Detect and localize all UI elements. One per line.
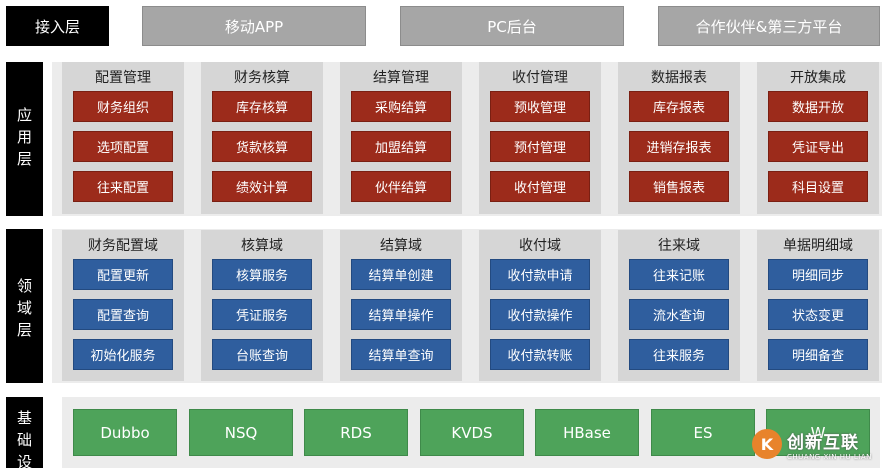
infra-item-w: W [766, 409, 870, 456]
infrastructure-layer-char: 基 [16, 409, 32, 427]
app-item: 采购结算 [351, 91, 451, 122]
app-item: 货款核算 [212, 131, 312, 162]
domain-item: 明细备查 [768, 339, 868, 370]
column-title: 收付域 [519, 238, 561, 254]
infra-item-dubbo: Dubbo [73, 409, 177, 456]
access-item-pc-admin: PC后台 [400, 6, 624, 46]
column-title: 收付管理 [512, 70, 568, 86]
watermark-logo-icon: K [752, 429, 782, 459]
domain-item: 明细同步 [768, 259, 868, 290]
domain-item: 初始化服务 [73, 339, 173, 370]
app-item: 预收管理 [490, 91, 590, 122]
column-title: 结算域 [380, 238, 422, 254]
column-title: 数据报表 [651, 70, 707, 86]
app-column-reports: 数据报表 库存报表 进销存报表 销售报表 [618, 62, 740, 214]
infrastructure-layer-char: 设 [16, 453, 32, 471]
domain-layer-band [52, 229, 882, 383]
domain-item: 结算单操作 [351, 299, 451, 330]
domain-layer-char: 域 [16, 299, 32, 317]
column-title: 单据明细域 [783, 238, 853, 254]
column-title: 财务核算 [234, 70, 290, 86]
domain-layer-char: 层 [16, 321, 32, 339]
domain-item: 往来服务 [629, 339, 729, 370]
column-title: 财务配置域 [88, 238, 158, 254]
domain-item: 核算服务 [212, 259, 312, 290]
access-item-partner-platform: 合作伙伴&第三方平台 [658, 6, 880, 46]
domain-column-payments: 收付域 收付款申请 收付款操作 收付款转账 [479, 230, 601, 381]
application-layer-char: 层 [16, 150, 32, 168]
infra-item-kvds: KVDS [420, 409, 524, 456]
access-layer-label: 接入层 [6, 6, 109, 46]
app-item: 绩效计算 [212, 171, 312, 202]
domain-item: 配置更新 [73, 259, 173, 290]
domain-column-accounting: 核算域 核算服务 凭证服务 台账查询 [201, 230, 323, 381]
app-item: 伙伴结算 [351, 171, 451, 202]
app-item: 凭证导出 [768, 131, 868, 162]
app-item: 财务组织 [73, 91, 173, 122]
domain-item: 往来记账 [629, 259, 729, 290]
app-item: 库存核算 [212, 91, 312, 122]
app-item: 数据开放 [768, 91, 868, 122]
app-column-payments: 收付管理 预收管理 预付管理 收付管理 [479, 62, 601, 214]
application-layer-label: 应 用 层 [6, 62, 43, 216]
domain-item: 收付款申请 [490, 259, 590, 290]
column-title: 开放集成 [790, 70, 846, 86]
watermark: K 创新互联 CHUANG XIN HU LIAN [752, 422, 882, 466]
infra-item-hbase: HBase [535, 409, 639, 456]
column-title: 核算域 [241, 238, 283, 254]
domain-column-document-detail: 单据明细域 明细同步 状态变更 明细备查 [757, 230, 879, 381]
application-layer-char: 用 [16, 128, 32, 146]
infra-item-nsq: NSQ [189, 409, 293, 456]
app-item: 选项配置 [73, 131, 173, 162]
app-item: 加盟结算 [351, 131, 451, 162]
infrastructure-layer-char: 础 [16, 431, 32, 449]
app-item: 科目设置 [768, 171, 868, 202]
domain-item: 状态变更 [768, 299, 868, 330]
domain-item: 流水查询 [629, 299, 729, 330]
column-title: 结算管理 [373, 70, 429, 86]
domain-layer-label: 领 域 层 [6, 229, 43, 383]
domain-item: 台账查询 [212, 339, 312, 370]
app-column-integration: 开放集成 数据开放 凭证导出 科目设置 [757, 62, 879, 214]
access-item-mobile-app: 移动APP [142, 6, 366, 46]
column-title: 配置管理 [95, 70, 151, 86]
domain-item: 收付款转账 [490, 339, 590, 370]
app-column-config: 配置管理 财务组织 选项配置 往来配置 [62, 62, 184, 214]
application-layer-band [52, 62, 882, 216]
domain-item: 结算单创建 [351, 259, 451, 290]
domain-column-ledger: 往来域 往来记账 流水查询 往来服务 [618, 230, 740, 381]
app-item: 进销存报表 [629, 131, 729, 162]
watermark-subtext: CHUANG XIN HU LIAN [787, 452, 872, 461]
domain-layer-char: 领 [16, 277, 32, 295]
infra-item-rds: RDS [304, 409, 408, 456]
app-item: 往来配置 [73, 171, 173, 202]
watermark-text: 创新互联 [787, 432, 859, 453]
domain-column-finance-config: 财务配置域 配置更新 配置查询 初始化服务 [62, 230, 184, 381]
app-item: 库存报表 [629, 91, 729, 122]
domain-item: 配置查询 [73, 299, 173, 330]
column-title: 往来域 [658, 238, 700, 254]
infrastructure-layer-label: 基 础 设 [6, 397, 43, 471]
app-item: 预付管理 [490, 131, 590, 162]
domain-item: 凭证服务 [212, 299, 312, 330]
domain-column-settlement: 结算域 结算单创建 结算单操作 结算单查询 [340, 230, 462, 381]
app-item: 收付管理 [490, 171, 590, 202]
infra-item-es: ES [651, 409, 755, 456]
domain-item: 结算单查询 [351, 339, 451, 370]
app-item: 销售报表 [629, 171, 729, 202]
app-column-settlement: 结算管理 采购结算 加盟结算 伙伴结算 [340, 62, 462, 214]
application-layer-char: 应 [16, 106, 32, 124]
domain-item: 收付款操作 [490, 299, 590, 330]
app-column-accounting: 财务核算 库存核算 货款核算 绩效计算 [201, 62, 323, 214]
